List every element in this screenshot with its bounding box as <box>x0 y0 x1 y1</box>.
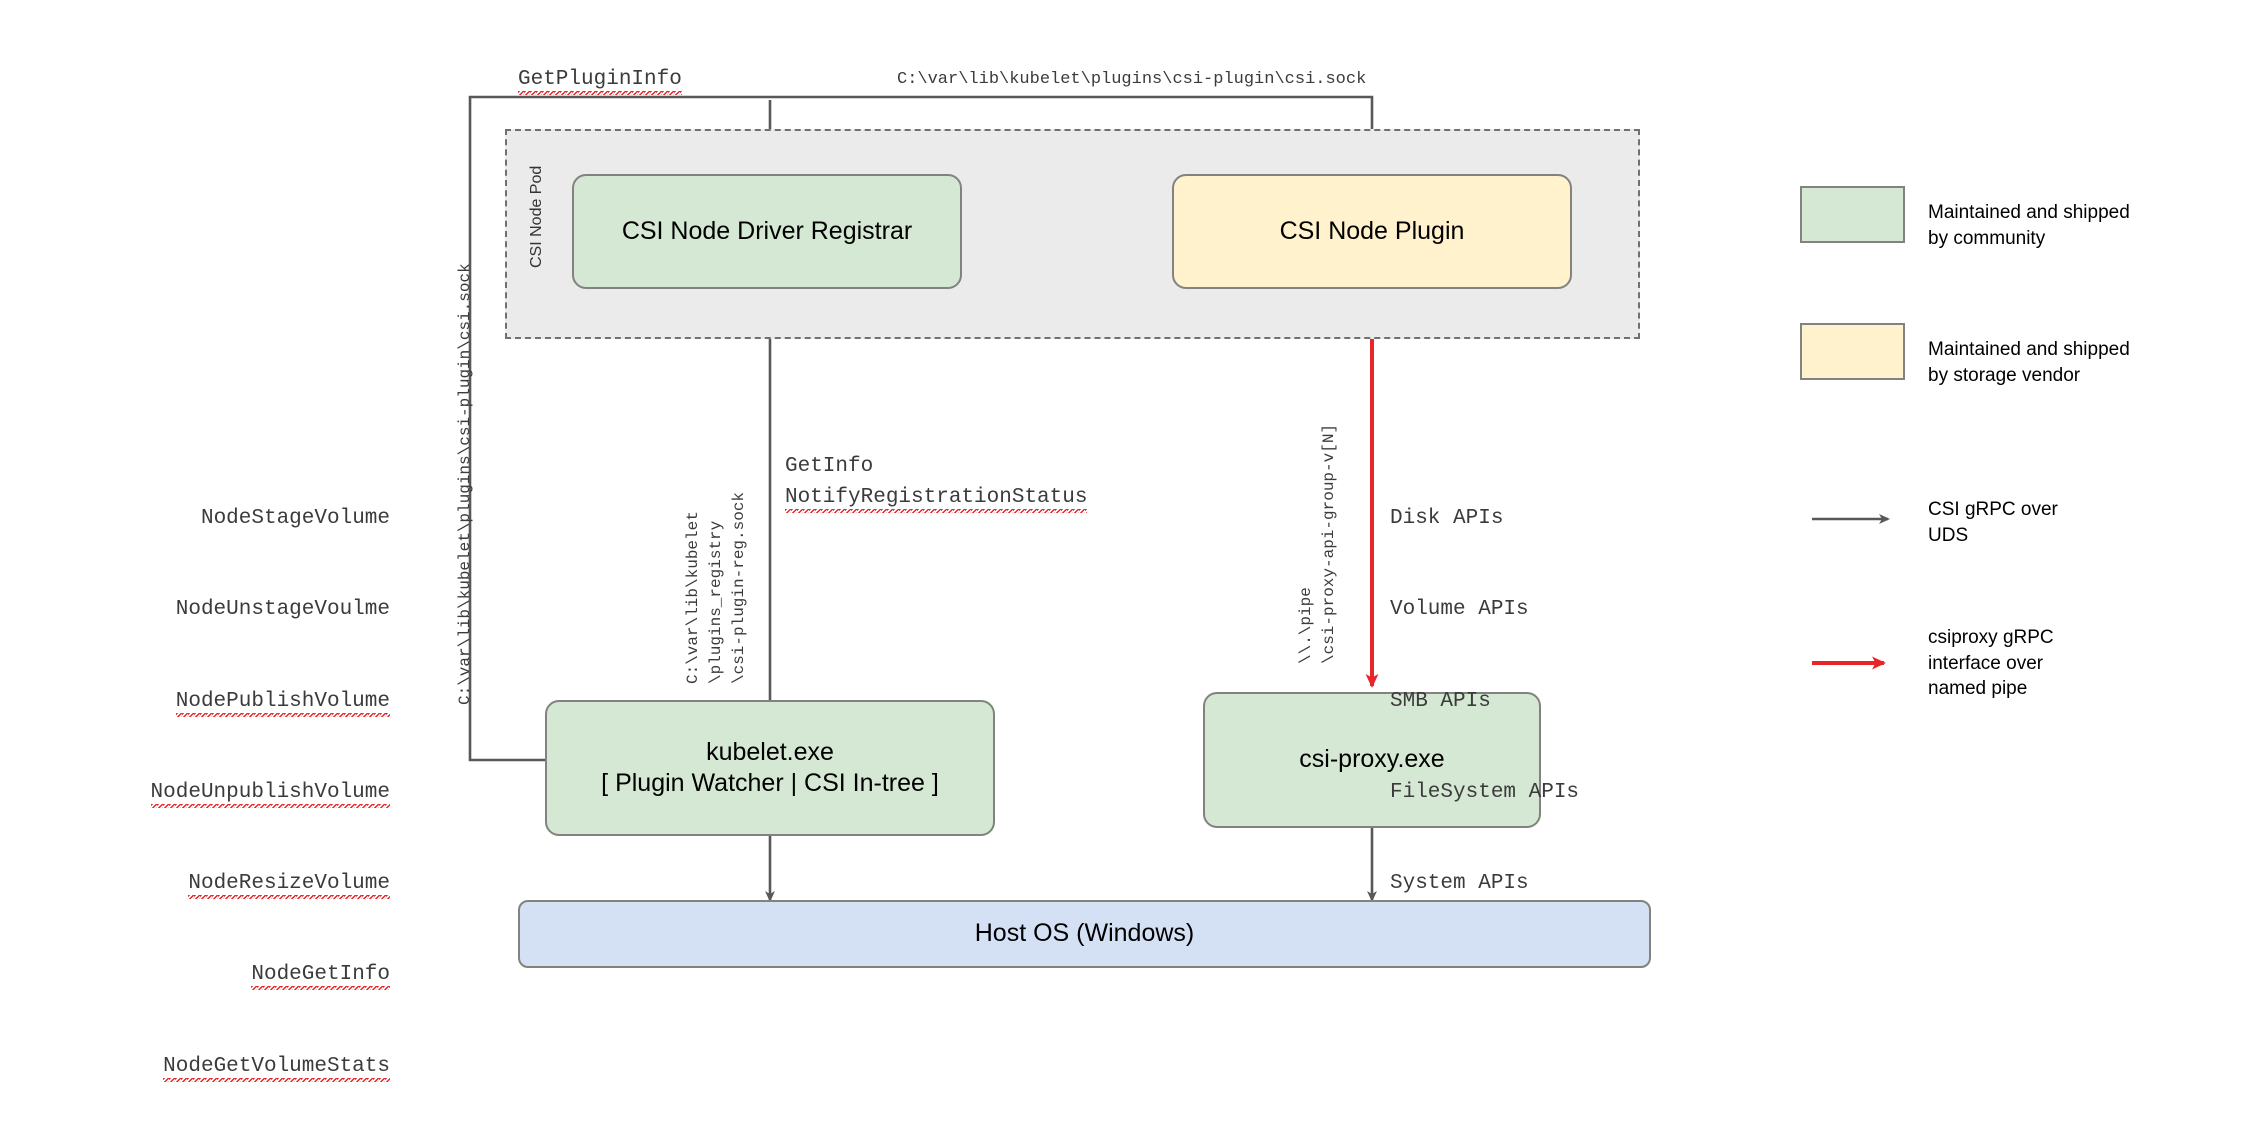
csi-call-item: NodeResizeVolume <box>90 869 390 900</box>
label-plugins-registry-sock-line1: C:\var\lib\kubelet <box>684 511 702 684</box>
node-kubelet-exe[interactable]: kubelet.exe [ Plugin Watcher | CSI In-tr… <box>545 700 995 836</box>
api-item: FileSystem APIs <box>1390 780 1580 804</box>
label-named-pipe-line2: \csi-proxy-api-group-v[N] <box>1320 423 1338 664</box>
legend-pipe-line3: named pipe <box>1928 678 2028 700</box>
csi-call-item: NodeUnstageVoulme <box>175 598 390 622</box>
legend-pipe-line2: interface over <box>1928 652 2044 674</box>
label-plugins-registry-sock-line2: \plugins_registry <box>707 520 725 684</box>
label-getinfo: GetInfo <box>785 455 874 478</box>
csi-node-pod-label: CSI Node Pod <box>528 165 545 268</box>
node-label-csi-proxy: csi-proxy.exe <box>1299 745 1445 774</box>
legend-community-line2: by community <box>1928 227 2046 249</box>
api-item: Disk APIs <box>1390 506 1504 530</box>
diagram-canvas: CSI Node Pod CSI Node Driver Registrar C… <box>150 68 2130 1082</box>
node-label-kubelet-line2: [ Plugin Watcher | CSI In-tree ] <box>601 769 939 797</box>
legend-vendor-line2: by storage vendor <box>1928 364 2081 386</box>
node-label-kubelet-line1: kubelet.exe <box>706 737 834 766</box>
legend-label-vendor: Maintained and shipped by storage vendor <box>1928 337 2130 388</box>
node-csi-proxy-exe[interactable]: csi-proxy.exe <box>1203 692 1541 828</box>
csi-call-item: NodeGetInfo <box>90 960 390 991</box>
csi-call-item: NodeGetVolumeStats <box>90 1052 390 1082</box>
label-named-pipe-line1: \\.\pipe <box>1297 587 1315 664</box>
csi-proxy-api-list: Disk APIs Volume APIs SMB APIs FileSyste… <box>1390 443 1579 960</box>
legend-vendor-line1: Maintained and shipped <box>1928 339 2130 360</box>
legend-label-community: Maintained and shipped by community <box>1928 200 2130 251</box>
node-label-csi-node-plugin: CSI Node Plugin <box>1279 216 1465 245</box>
label-csi-sock-vertical: C:\var\lib\kubelet\plugins\csi-plugin\cs… <box>456 263 474 705</box>
api-item: System APIs <box>1390 872 1529 896</box>
label-getplugininfo: GetPluginInfo <box>518 68 682 95</box>
legend-swatch-vendor <box>1800 323 1905 380</box>
legend-uds-line1: CSI gRPC over <box>1928 499 2058 520</box>
api-item: SMB APIs <box>1390 689 1491 713</box>
label-csi-sock-top: C:\var\lib\kubelet\plugins\csi-plugin\cs… <box>897 70 1367 89</box>
node-label-host-os: Host OS (Windows) <box>974 919 1195 948</box>
label-plugins-registry-sock-line3: \csi-plugin-reg.sock <box>730 491 748 684</box>
legend-label-csiproxy-named-pipe: csiproxy gRPC interface over named pipe <box>1928 625 2054 702</box>
node-csi-node-plugin[interactable]: CSI Node Plugin <box>1172 174 1572 289</box>
node-label-registrar: CSI Node Driver Registrar <box>621 216 913 245</box>
csi-call-item: NodePublishVolume <box>90 687 390 717</box>
legend-label-csi-grpc-uds: CSI gRPC over UDS <box>1928 497 2058 548</box>
legend-uds-line2: UDS <box>1928 524 1969 546</box>
csi-call-item: NodeStageVolume <box>200 506 390 530</box>
label-notifyregistrationstatus: NotifyRegistrationStatus <box>785 486 1088 513</box>
csi-call-item: NodeUnpublishVolume <box>90 778 390 808</box>
legend-swatch-community <box>1800 186 1905 243</box>
legend-community-line1: Maintained and shipped <box>1928 202 2130 223</box>
csi-node-call-list: NodeStageVolume NodeUnstageVoulme NodePu… <box>90 443 390 1143</box>
node-csi-node-driver-registrar[interactable]: CSI Node Driver Registrar <box>572 174 962 289</box>
api-item: Volume APIs <box>1390 598 1529 622</box>
node-host-os[interactable]: Host OS (Windows) <box>518 900 1651 968</box>
legend-pipe-line1: csiproxy gRPC <box>1928 627 2054 648</box>
